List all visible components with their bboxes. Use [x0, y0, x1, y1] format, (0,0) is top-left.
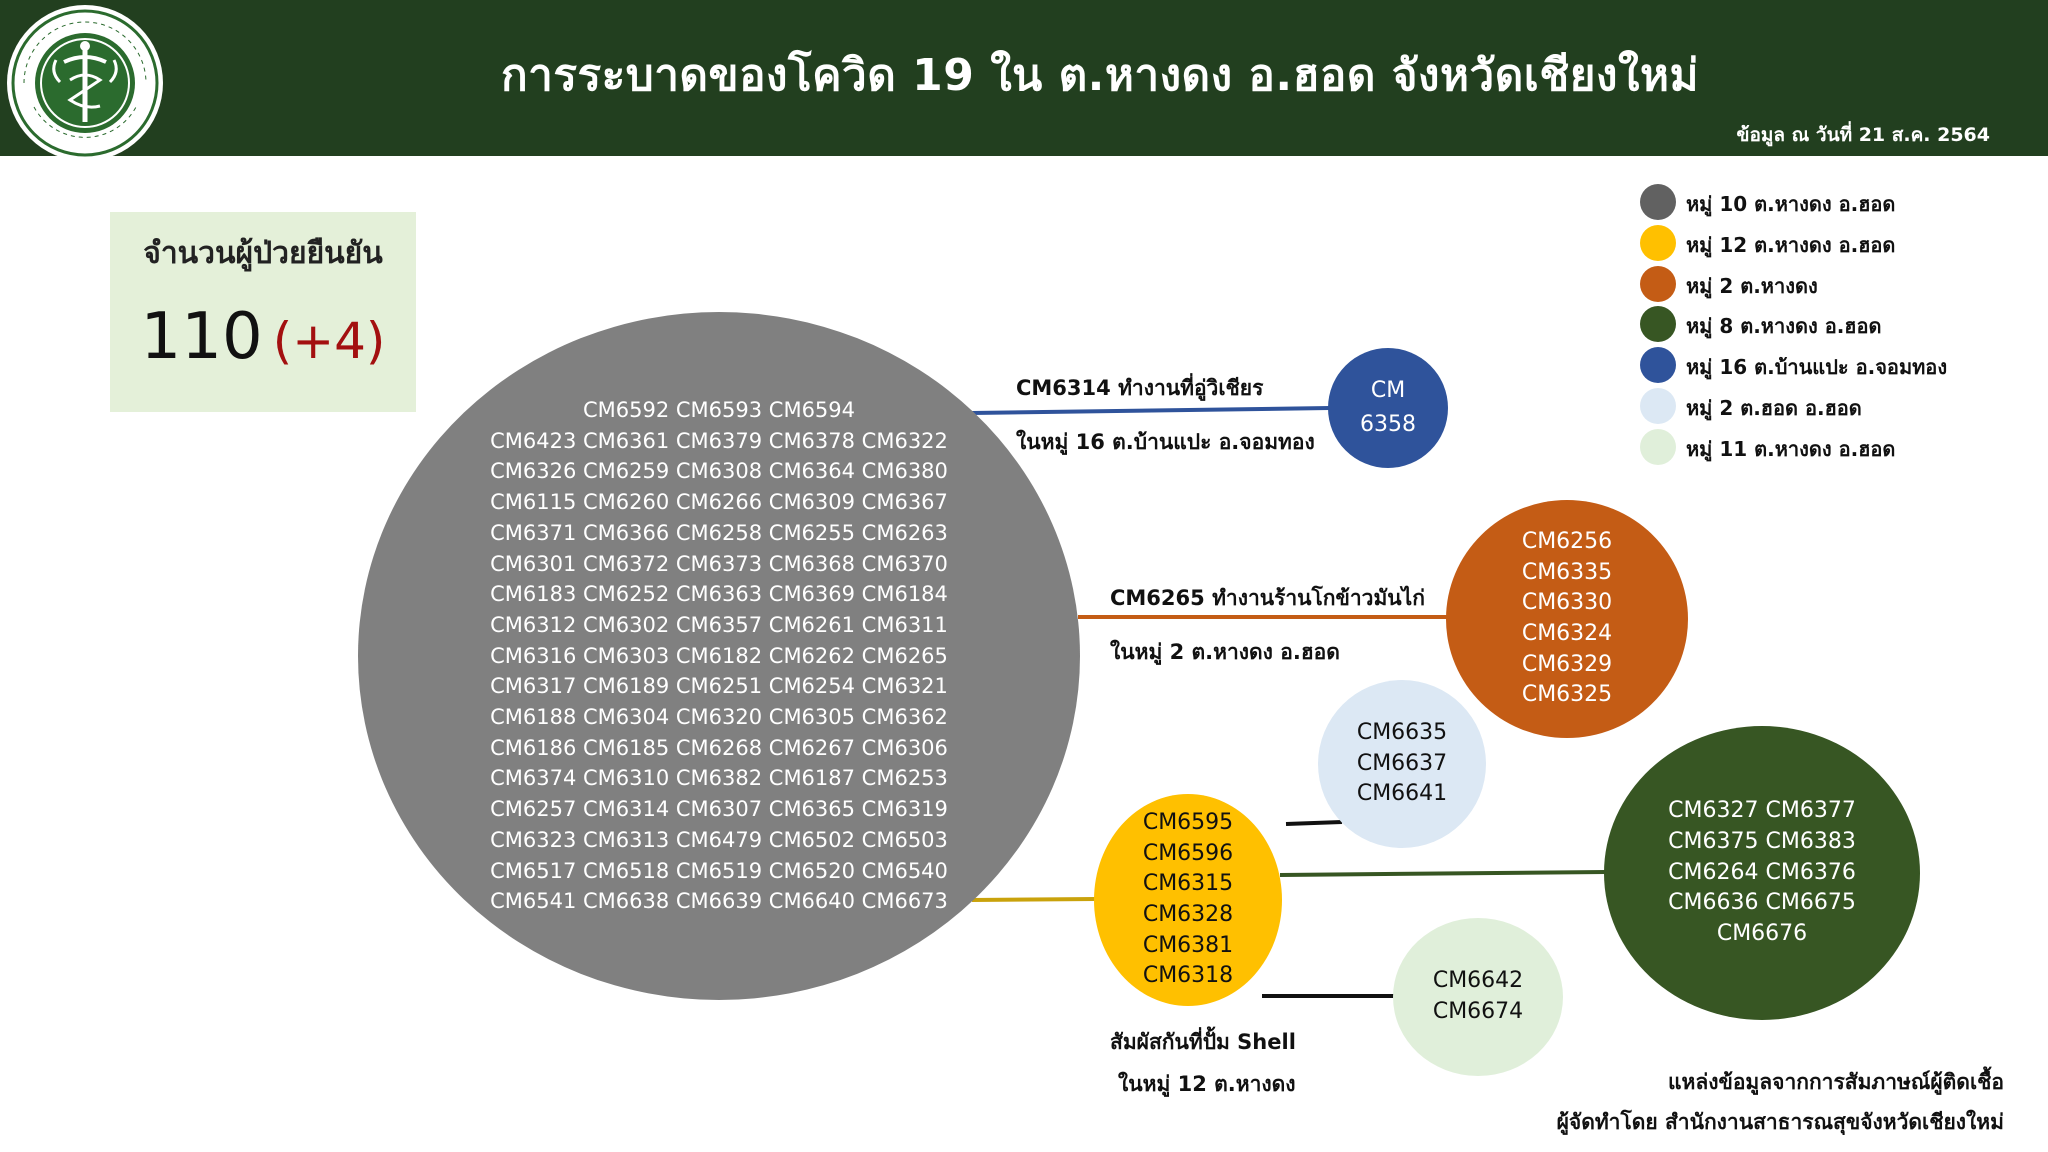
case-id-line: CM6423 CM6361 CM6379 CM6378 CM6322	[490, 428, 948, 453]
case-id-line: CM6592 CM6593 CM6594	[582, 398, 856, 423]
case-id-line: CM6642	[1432, 968, 1524, 994]
confirmed-cases-delta: (+4)	[272, 312, 386, 370]
confirmed-cases-box: จำนวนผู้ป่วยยืนยัน 110(+4)	[110, 212, 416, 412]
orange-link-note-line1: CM6265 ทำงานร้านโกข้าวมันไก่	[1110, 586, 1425, 610]
case-id-line: CM6329	[1521, 651, 1613, 677]
case-id-line: CM6318	[1142, 963, 1234, 989]
connector-yellow-to-green	[1279, 870, 1607, 877]
legend-dot	[1640, 306, 1676, 343]
orange-link-note-line2: ในหมู่ 2 ต.หางดง อ.ฮอด	[1110, 640, 1340, 664]
legend-dot	[1640, 428, 1676, 465]
case-id-line: CM6637	[1356, 750, 1448, 776]
case-id-line: CM6256	[1521, 528, 1613, 554]
yellow-link-note-line2: ในหมู่ 12 ต.หางดง	[1118, 1072, 1296, 1096]
case-id-line: CM6375 CM6383	[1668, 828, 1856, 854]
case-id-line: CM6301 CM6372 CM6373 CM6368 CM6370	[490, 551, 948, 576]
data-source-note: แหล่งข้อมูลจากการสัมภาษณ์ผู้ติดเชื้อ	[1667, 1070, 2004, 1094]
case-id-line: CM6323 CM6313 CM6479 CM6502 CM6503	[490, 827, 948, 852]
case-id-line: CM6264 CM6376	[1668, 859, 1856, 885]
case-id-line: CM6374 CM6310 CM6382 CM6187 CM6253	[490, 766, 948, 791]
blue-link-note-line2: ในหมู่ 16 ต.บ้านแปะ อ.จอมทอง	[1016, 430, 1315, 454]
blue-link-note-line1: CM6314 ทำงานที่อู่วิเชียร	[1016, 376, 1264, 400]
case-id-line: CM6330	[1521, 590, 1613, 616]
legend-dot	[1640, 265, 1676, 302]
case-id-line: CM6115 CM6260 CM6266 CM6309 CM6367	[490, 490, 948, 515]
case-id-line: CM6635	[1356, 719, 1448, 745]
case-id-line: CM6636 CM6675	[1668, 890, 1856, 916]
case-id-line: CM6381	[1142, 932, 1234, 958]
legend-dot	[1640, 184, 1676, 220]
legend-dot	[1640, 347, 1676, 384]
legend-label: หมู่ 10 ต.หางดง อ.ฮอด	[1686, 192, 1896, 216]
connector-yellow-to-lightblue	[1285, 820, 1343, 826]
yellow-link-note-line1: สัมผัสกันที่ปั้ม Shell	[1110, 1030, 1296, 1054]
case-id-line: CM6517 CM6518 CM6519 CM6520 CM6540	[490, 858, 948, 883]
case-id-line: CM6326 CM6259 CM6308 CM6364 CM6380	[490, 459, 948, 484]
case-id-line: 6358	[1360, 412, 1416, 437]
case-id-line: CM6371 CM6366 CM6258 CM6255 CM6263	[490, 520, 948, 545]
case-id-line: CM6596	[1142, 840, 1234, 866]
case-id-line: CM6315	[1142, 871, 1234, 897]
case-id-line: CM6335	[1521, 559, 1613, 585]
ministry-logo-icon	[7, 5, 163, 161]
legend-label: หมู่ 11 ต.หางดง อ.ฮอด	[1686, 436, 1896, 461]
connector-main-to-yellow	[971, 897, 1097, 902]
case-id-line: CM6317 CM6189 CM6251 CM6254 CM6321	[490, 674, 948, 699]
case-id-line: CM6324	[1521, 621, 1613, 646]
legend-label: หมู่ 2 ต.หางดง	[1686, 273, 1818, 298]
legend-label: หมู่ 2 ต.ฮอด อ.ฮอด	[1686, 395, 1862, 420]
case-id-line: CM6186 CM6185 CM6268 CM6267 CM6306	[490, 735, 948, 760]
legend-label: หมู่ 12 ต.หางดง อ.ฮอด	[1686, 232, 1896, 257]
case-id-line: CM6257 CM6314 CM6307 CM6365 CM6319	[490, 797, 948, 822]
prepared-by-note: ผู้จัดทำโดย สำนักงานสาธารณสุขจังหวัดเชีย…	[1556, 1110, 2004, 1134]
data-as-of-date: ข้อมูล ณ วันที่ 21 ส.ค. 2564	[1736, 124, 1990, 146]
case-id-line: CM6595	[1142, 809, 1234, 835]
case-id-line: CM6325	[1521, 682, 1613, 708]
legend-label: หมู่ 16 ต.บ้านแปะ อ.จอมทอง	[1686, 355, 1948, 380]
case-id-line: CM	[1370, 378, 1406, 403]
case-id-line: CM6641	[1356, 781, 1448, 807]
case-id-line: CM6316 CM6303 CM6182 CM6262 CM6265	[490, 643, 948, 668]
connector-main-to-blue	[971, 406, 1331, 415]
cluster-village-16: CM 6358	[1328, 348, 1448, 468]
case-id-line: CM6674	[1432, 999, 1524, 1024]
confirmed-cases-label: จำนวนผู้ป่วยยืนยัน	[143, 236, 383, 271]
legend-label: หมู่ 8 ต.หางดง อ.ฮอด	[1686, 314, 1882, 339]
case-id-line: CM6328	[1142, 902, 1234, 927]
header-bar: การระบาดของโควิด 19 ใน ต.หางดง อ.ฮอด จัง…	[0, 0, 2048, 161]
case-id-line: CM6312 CM6302 CM6357 CM6261 CM6311	[490, 612, 948, 637]
case-id-line: CM6183 CM6252 CM6363 CM6369 CM6184	[490, 582, 948, 607]
case-id-line: CM6676	[1716, 921, 1808, 947]
case-id-line: CM6327 CM6377	[1668, 798, 1856, 824]
page-title: การระบาดของโควิด 19 ใน ต.หางดง อ.ฮอด จัง…	[501, 50, 1699, 101]
case-id-line: CM6541 CM6638 CM6639 CM6640 CM6673	[490, 889, 948, 914]
legend-dot	[1640, 387, 1676, 424]
legend-dot	[1640, 224, 1676, 261]
confirmed-cases-total: 110	[140, 300, 263, 374]
confirmed-cases-value: 110(+4)	[110, 300, 416, 374]
case-id-line: CM6188 CM6304 CM6320 CM6305 CM6362	[490, 705, 948, 730]
